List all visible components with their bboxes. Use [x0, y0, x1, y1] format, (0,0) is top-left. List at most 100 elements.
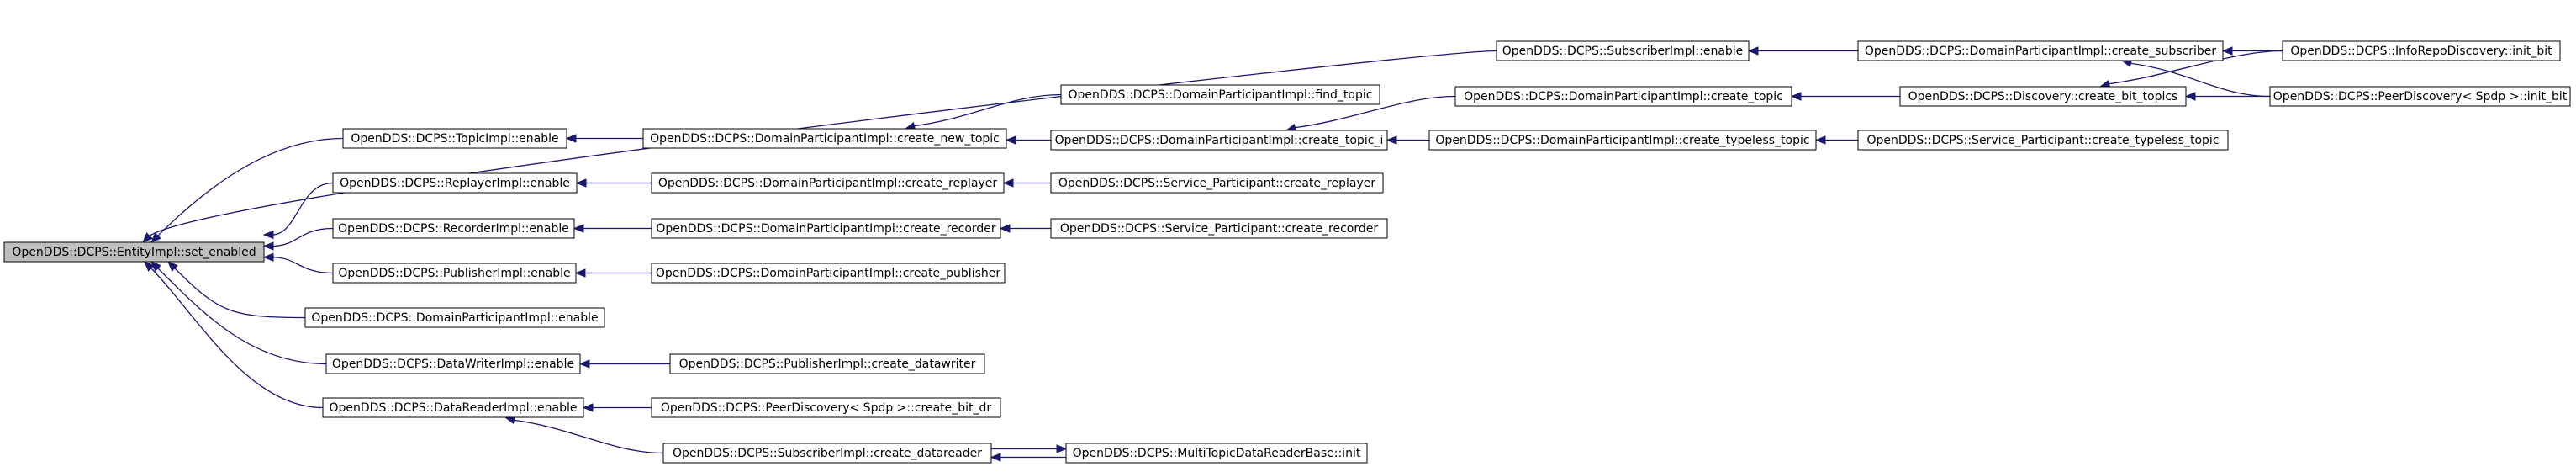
edge-line — [911, 93, 1062, 127]
node-recorder-enable[interactable]: OpenDDS::DCPS::RecorderImpl::enable — [332, 218, 575, 239]
node-box — [642, 128, 1007, 149]
node-box — [1899, 86, 2187, 107]
arrowhead — [262, 230, 274, 240]
edge-sp_create_typeless_topic-to-dpi_create_typeless_topic — [1814, 135, 1858, 145]
node-box — [322, 397, 584, 418]
node-dpi-create-topic-i[interactable]: OpenDDS::DCPS::DomainParticipantImpl::cr… — [1050, 130, 1388, 151]
node-dpi-create-typeless-topic[interactable]: OpenDDS::DCPS::DomainParticipantImpl::cr… — [1428, 130, 1817, 151]
edge-mtdrb_init-to-sub_create_datareader — [990, 453, 1066, 462]
node-dpi-create-topic[interactable]: OpenDDS::DCPS::DomainParticipantImpl::cr… — [1454, 86, 1792, 107]
edge-line — [156, 137, 344, 238]
node-topic-enable[interactable]: OpenDDS::DCPS::TopicImpl::enable — [342, 128, 567, 149]
node-dpi-create-recorder[interactable]: OpenDDS::DCPS::DomainParticipantImpl::cr… — [651, 218, 1001, 239]
node-label: OpenDDS::DCPS::DataReaderImpl::enable — [330, 401, 578, 415]
node-pub-create-datawriter[interactable]: OpenDDS::DCPS::PublisherImpl::create_dat… — [669, 353, 985, 374]
node-box — [651, 263, 1006, 284]
node-label: OpenDDS::DCPS::ReplayerImpl::enable — [340, 177, 570, 190]
node-dpi-create-new-topic[interactable]: OpenDDS::DCPS::DomainParticipantImpl::cr… — [642, 128, 1007, 149]
arrowhead — [2184, 92, 2196, 101]
node-label: OpenDDS::DCPS::DomainParticipantImpl::cr… — [656, 222, 996, 236]
node-box — [325, 353, 581, 374]
node-pub-enable[interactable]: OpenDDS::DCPS::PublisherImpl::enable — [332, 263, 577, 284]
edge-dpi_create_subscriber-to-sub_enable — [1747, 46, 1858, 56]
node-label: OpenDDS::DCPS::DomainParticipantImpl::fi… — [1069, 88, 1373, 102]
node-label: OpenDDS::DCPS::DomainParticipantImpl::cr… — [658, 177, 998, 190]
arrowhead — [167, 261, 178, 272]
edge-disc_create_bit_topics-to-dpi_create_topic — [1790, 92, 1900, 101]
edge-dpi_create_recorder-to-recorder_enable — [573, 224, 652, 233]
arrowhead — [573, 224, 584, 233]
arrowhead — [1790, 92, 1802, 101]
node-sub-enable[interactable]: OpenDDS::DCPS::SubscriberImpl::enable — [1496, 40, 1750, 61]
node-replayer-enable[interactable]: OpenDDS::DCPS::ReplayerImpl::enable — [332, 172, 578, 194]
node-label: OpenDDS::DCPS::Discovery::create_bit_top… — [1908, 90, 2178, 103]
node-find-topic[interactable]: OpenDDS::DCPS::DomainParticipantImpl::fi… — [1060, 84, 1380, 105]
node-set-enabled[interactable]: OpenDDS::DCPS::EntityImpl::set_enabled — [3, 241, 265, 263]
node-box — [1857, 130, 2229, 151]
node-sp-create-typeless-topic[interactable]: OpenDDS::DCPS::Service_Participant::crea… — [1857, 130, 2229, 151]
edge-sp_create_replayer-to-dpi_create_replayer — [1002, 178, 1051, 188]
arrowhead — [144, 261, 155, 272]
node-box — [3, 241, 265, 263]
arrowhead — [1005, 135, 1016, 145]
edge-dpi_create_replayer-to-replayer_enable — [575, 178, 652, 188]
node-dpi-enable[interactable]: OpenDDS::DCPS::DomainParticipantImpl::en… — [304, 307, 605, 328]
node-label: OpenDDS::DCPS::MultiTopicDataReaderBase:… — [1073, 447, 1361, 460]
node-dpi-create-publisher[interactable]: OpenDDS::DCPS::DomainParticipantImpl::cr… — [651, 263, 1006, 284]
node-box — [2269, 86, 2571, 107]
node-peerdisc-create-bit-dr[interactable]: OpenDDS::DCPS::PeerDiscovery< Spdp >::cr… — [651, 397, 1001, 418]
node-layer: OpenDDS::DCPS::EntityImpl::set_enabledOp… — [3, 40, 2571, 464]
node-label: OpenDDS::DCPS::InfoRepoDiscovery::init_b… — [2290, 45, 2552, 58]
node-label: OpenDDS::DCPS::Service_Participant::crea… — [1060, 222, 1378, 236]
node-box — [651, 172, 1005, 194]
edge-line — [2128, 62, 2271, 98]
arrowhead — [1002, 178, 1014, 188]
node-disc-create-bit-topics[interactable]: OpenDDS::DCPS::Discovery::create_bit_top… — [1899, 86, 2187, 107]
edge-dpi_create_topic_i-to-dpi_create_new_topic — [1005, 135, 1051, 145]
node-box — [651, 218, 1001, 239]
edge-line — [272, 182, 334, 236]
arrowhead — [582, 403, 594, 412]
node-dr-enable[interactable]: OpenDDS::DCPS::DataReaderImpl::enable — [322, 397, 584, 418]
edge-dpi_create_topic-to-dpi_create_topic_i — [1285, 95, 1456, 133]
node-dpi-create-replayer[interactable]: OpenDDS::DCPS::DomainParticipantImpl::cr… — [651, 172, 1005, 194]
edge-line — [1292, 95, 1456, 129]
node-mtdrb-init[interactable]: OpenDDS::DCPS::MultiTopicDataReaderBase:… — [1065, 443, 1368, 464]
node-label: OpenDDS::DCPS::DomainParticipantImpl::cr… — [1464, 90, 1783, 103]
node-label: OpenDDS::DCPS::RecorderImpl::enable — [338, 222, 569, 236]
node-box — [1060, 84, 1380, 105]
node-label: OpenDDS::DCPS::TopicImpl::enable — [351, 132, 558, 146]
node-box — [1496, 40, 1750, 61]
edge-line — [272, 257, 334, 274]
node-sp-create-replayer[interactable]: OpenDDS::DCPS::Service_Participant::crea… — [1050, 172, 1384, 194]
edge-dpi_create_publisher-to-pub_enable — [574, 268, 652, 278]
node-box — [1050, 218, 1388, 239]
arrowhead — [575, 178, 587, 188]
node-box — [1050, 130, 1388, 151]
node-label: OpenDDS::DCPS::DomainParticipantImpl::cr… — [1865, 45, 2216, 58]
edge-sub_enable-to-set_enabled — [142, 50, 1497, 243]
node-box — [651, 397, 1001, 418]
node-sub-create-datareader[interactable]: OpenDDS::DCPS::SubscriberImpl::create_da… — [662, 443, 992, 464]
arrowhead — [1814, 135, 1826, 145]
node-dw-enable[interactable]: OpenDDS::DCPS::DataWriterImpl::enable — [325, 353, 581, 374]
node-sp-create-recorder[interactable]: OpenDDS::DCPS::Service_Participant::crea… — [1050, 218, 1388, 239]
node-box — [1454, 86, 1792, 107]
edge-sp_create_recorder-to-dpi_create_recorder — [999, 224, 1051, 233]
node-box — [332, 218, 575, 239]
edge-line — [156, 266, 327, 365]
node-box — [1065, 443, 1368, 464]
node-label: OpenDDS::DCPS::PeerDiscovery< Spdp >::in… — [2273, 90, 2568, 103]
arrowhead — [1056, 444, 1068, 453]
edge-recorder_enable-to-set_enabled — [262, 227, 334, 251]
edge-layer — [142, 46, 2283, 462]
edge-line — [147, 50, 1497, 238]
arrowhead — [262, 252, 274, 262]
node-peerdisc-init-bit[interactable]: OpenDDS::DCPS::PeerDiscovery< Spdp >::in… — [2269, 86, 2571, 107]
edge-dpi_enable-to-set_enabled — [167, 261, 306, 319]
node-irdisc-init-bit[interactable]: OpenDDS::DCPS::InfoRepoDiscovery::init_b… — [2282, 40, 2561, 61]
arrowhead — [1747, 46, 1759, 56]
node-dpi-create-subscriber[interactable]: OpenDDS::DCPS::DomainParticipantImpl::cr… — [1857, 40, 2224, 61]
arrowhead — [574, 268, 586, 278]
